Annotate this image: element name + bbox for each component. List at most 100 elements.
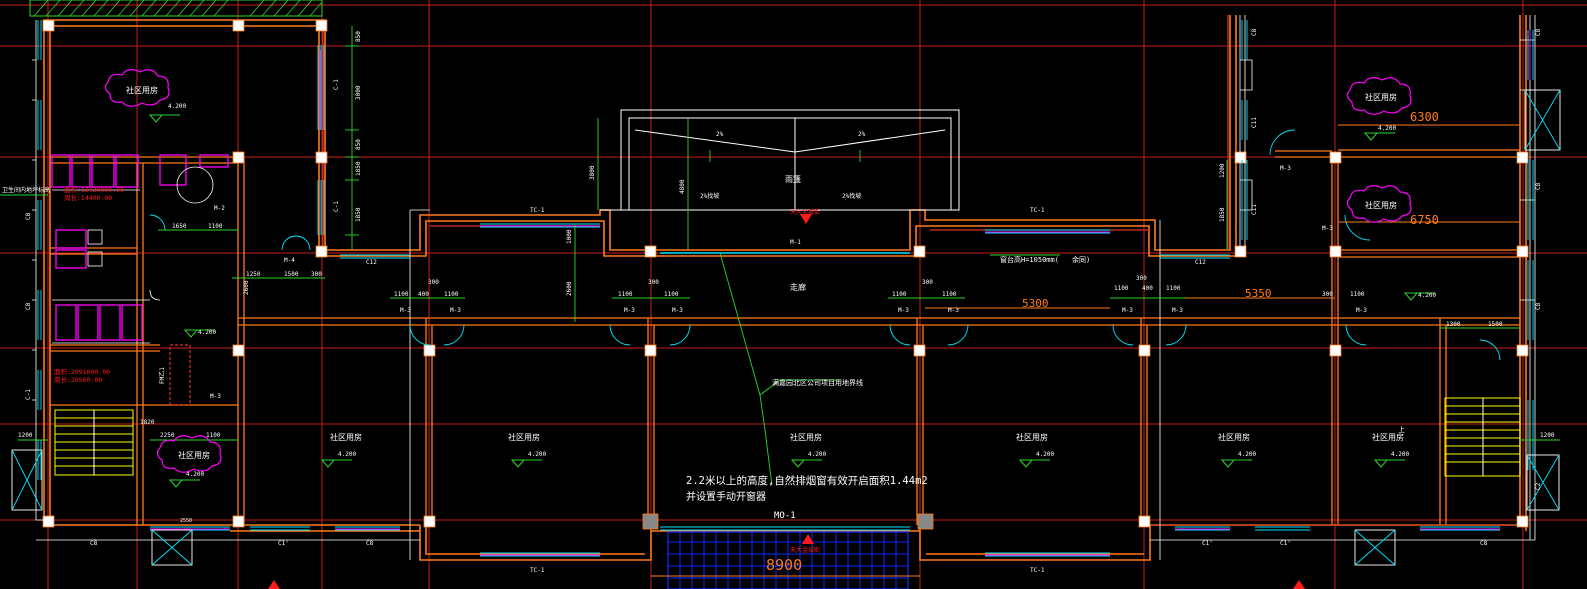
note-line1: 2.2米以上的高度,自然排烟窗有效开启面积1.44m2 — [686, 474, 928, 487]
dim-1300: 1300 — [1446, 321, 1461, 328]
elev-value: 4.200 — [1418, 292, 1436, 299]
slope-text: 2%找坡 — [700, 192, 719, 200]
walls-red — [169, 15, 1520, 526]
entrance-grid — [667, 531, 909, 589]
svg-text:1100: 1100 — [892, 291, 907, 298]
walls-inner — [50, 149, 1520, 525]
room-name: 社区用房 — [1365, 200, 1397, 210]
tag-m3: M-3 — [898, 307, 909, 314]
dim-1200: 1200 — [1540, 432, 1555, 439]
tag-m2: M-2 — [214, 205, 225, 212]
dim-850: 850 — [355, 31, 362, 42]
tag-tc1: TC-1 — [530, 567, 545, 574]
room-name: 社区用房 — [1365, 92, 1397, 102]
slope-mark: 2% — [716, 131, 724, 138]
area-a1: 面积:12920000.00 — [64, 185, 124, 194]
svg-text:300: 300 — [1322, 291, 1333, 298]
tag-m3: M-3 — [400, 307, 411, 314]
area-b1: 面积:2091000.00 — [54, 367, 110, 376]
tag-c8: C8 — [90, 540, 98, 547]
dim-2600: 2600 — [243, 280, 250, 295]
svg-text:300: 300 — [922, 279, 933, 286]
note-line2: 并设置手动开窗器 — [686, 490, 766, 503]
stair-left — [54, 409, 134, 476]
tag-c8: C8 — [1251, 28, 1258, 36]
dim-1850: 1850 — [1219, 207, 1226, 222]
dim-lines-orange — [651, 124, 1520, 577]
tag-fm: FM乙1 — [159, 367, 166, 384]
site-boundary-note: 满嘉园北区公司项目用地界线 — [772, 378, 863, 387]
svg-text:1100: 1100 — [664, 291, 679, 298]
dim-6750: 6750 — [1410, 213, 1439, 227]
tag-m3: M-3 — [210, 393, 221, 400]
dim-8900: 8900 — [766, 556, 802, 574]
tag-c8: C8 — [1535, 28, 1542, 36]
room-name: 社区用房 — [330, 432, 362, 442]
labels: 社区用房 社区用房 社区用房 社区用房 社区用房 社区用房 社区用房 社区用房 … — [2, 28, 1555, 574]
tag-m4: M-4 — [284, 257, 295, 264]
tag-c2: C2 — [1535, 482, 1542, 490]
dim-1850: 1850 — [355, 161, 362, 176]
fire-door-label: 天大金城街 — [790, 208, 820, 216]
stair-right — [1444, 397, 1521, 477]
elev-value: 4.200 — [1238, 451, 1256, 458]
sill-tail: 余同) — [1072, 255, 1090, 264]
room-name: 社区用房 — [790, 432, 822, 442]
mo1-tag: MO-1 — [774, 511, 796, 521]
tag-m3: M-3 — [1322, 225, 1333, 232]
tag-c1: C-1 — [333, 79, 340, 90]
tag-m3: M-3 — [624, 307, 635, 314]
tag-c8: C8 — [366, 540, 374, 547]
elev-value: 4.200 — [186, 471, 204, 478]
window-accent — [150, 30, 1531, 556]
tag-c8: C8 — [1535, 182, 1542, 190]
cloud-tags — [104, 69, 1412, 473]
tag-m3: M-3 — [1356, 307, 1367, 314]
dim-lines — [0, 26, 1560, 486]
tag-m3: M-3 — [450, 307, 461, 314]
dim-1850: 1850 — [355, 207, 362, 222]
dim-3000: 3000 — [355, 85, 362, 100]
columns — [42, 19, 1529, 530]
room-name: 社区用房 — [1218, 432, 1250, 442]
door-swings — [149, 129, 1501, 361]
svg-text:300: 300 — [648, 279, 659, 286]
tag-tc1: TC-1 — [1030, 567, 1045, 574]
elev-value: 4.200 — [1378, 125, 1396, 132]
svg-text:1100: 1100 — [444, 291, 459, 298]
svg-text:1100: 1100 — [394, 291, 409, 298]
elev-value: 4.200 — [198, 329, 216, 336]
fire-markers — [268, 214, 1305, 589]
dim-1100: 1100 — [208, 223, 223, 230]
dim-4800: 4800 — [679, 179, 686, 194]
dim-1100: 1100 — [206, 432, 221, 439]
room-name: 社区用房 — [178, 450, 210, 460]
windows — [37, 20, 1534, 557]
area-a2: 周长:14400.00 — [64, 193, 112, 202]
tag-c8: C8 — [1480, 540, 1488, 547]
dim-2600: 2600 — [566, 281, 573, 296]
slope-mark: 2% — [858, 131, 866, 138]
svg-text:400: 400 — [418, 291, 429, 298]
svg-text:300: 300 — [1136, 275, 1147, 282]
elev-value: 4.200 — [808, 451, 826, 458]
tag-c11: C11 — [1251, 117, 1258, 128]
tag-c1p: C1' — [1202, 540, 1213, 547]
dim-1250: 1250 — [246, 271, 261, 278]
elev-value: 4.200 — [338, 451, 356, 458]
tag-m1: M-1 — [790, 239, 801, 246]
svg-text:1100: 1100 — [1350, 291, 1365, 298]
room-name: 社区用房 — [1372, 432, 1404, 442]
area-b2: 周长:20500.00 — [54, 375, 102, 384]
sill-note: 窗台高H=1050mm( — [1000, 255, 1059, 264]
dim-850: 850 — [355, 139, 362, 150]
elev-value: 4.200 — [528, 451, 546, 458]
elev-value: 4.200 — [1391, 451, 1409, 458]
dim-2250: 2250 — [160, 432, 175, 439]
svg-text:400: 400 — [1142, 285, 1153, 292]
tag-c1: C-1 — [333, 201, 340, 212]
tag-c1p: C1' — [278, 540, 289, 547]
tag-c8: C8 — [25, 212, 32, 220]
